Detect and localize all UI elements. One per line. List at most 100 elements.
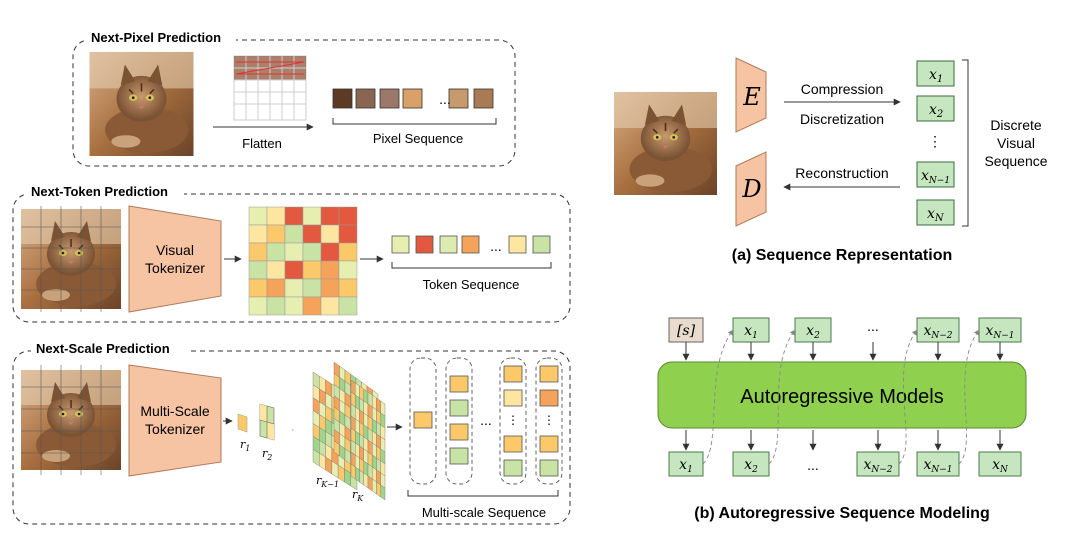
token-cell [320, 296, 340, 316]
token-cell [248, 278, 268, 298]
token-cell [284, 206, 304, 226]
scale-column [535, 357, 563, 485]
token-cell [284, 296, 304, 316]
cat-scale-grid [21, 365, 121, 475]
next-scale-panel: Next-Scale Prediction Multi-Scale Tokeni… [12, 339, 571, 525]
multiscale-brace [407, 490, 559, 497]
ar-feedback-curve [958, 329, 980, 465]
svg-text:x2: x2 [929, 102, 943, 120]
token-cell [320, 278, 340, 298]
scale-token [449, 447, 469, 465]
token-cell [338, 242, 358, 262]
token-cell [338, 260, 358, 280]
token-square [508, 235, 527, 254]
next-scale-frame [12, 350, 571, 525]
scale-dots: · [291, 424, 295, 436]
cat-image-scale [21, 369, 121, 471]
brace-label-2: Visual [997, 135, 1035, 151]
token-square [415, 235, 434, 254]
scale-grid-cell [380, 484, 386, 501]
svg-text:x2: x2 [806, 323, 820, 341]
token-sequence-label: Token Sequence [423, 277, 520, 292]
multiscale-sequence-label: Multi-scale Sequence [422, 505, 546, 520]
visual-tokenizer [128, 205, 222, 313]
token-cell [248, 206, 268, 226]
scale-vdots: ⋮ [543, 413, 555, 427]
token-cell [338, 206, 358, 226]
next-pixel-panel: Next-Pixel Prediction Flatten ... Pixel … [72, 28, 516, 167]
pixel-square [473, 88, 494, 109]
svg-text:xN−2: xN−2 [923, 323, 952, 341]
ar-output-token: x1 [668, 451, 704, 477]
next-pixel-title: Next-Pixel Prediction [91, 30, 221, 45]
token-cell [266, 260, 286, 280]
token-cell [302, 224, 322, 244]
svg-text:x2: x2 [744, 457, 758, 475]
token-cell [266, 296, 286, 316]
ar-feedback-curve [768, 329, 796, 465]
visual-tokenizer-label-1: Visual [156, 242, 194, 258]
token-cell [320, 260, 340, 280]
decoder-label: D [741, 175, 761, 203]
token-cell [338, 296, 358, 316]
token-vdots: ⋮ [928, 133, 942, 149]
token-sequence [391, 235, 551, 254]
reconstruction-label: Reconstruction [795, 165, 888, 181]
ar-bottom-ellipsis: ... [807, 457, 819, 473]
pixel-brace [332, 118, 497, 125]
svg-text:x1: x1 [744, 323, 758, 341]
svg-text:xN−1: xN−1 [985, 323, 1014, 341]
token-cell [302, 242, 322, 262]
encoder-label: E [742, 83, 761, 111]
ar-output-tokens: x1 x2 xN−2 xN−1 xN [668, 329, 1022, 477]
token-cell [320, 242, 340, 262]
encoder-block [735, 57, 767, 133]
ar-output-token: xN [978, 451, 1022, 477]
token-cell [302, 278, 322, 298]
cat-image [89, 52, 194, 156]
token-square [439, 235, 458, 254]
next-pixel-frame [72, 39, 516, 167]
scale-token [503, 365, 523, 383]
scale-token [503, 389, 523, 407]
token-cell [284, 242, 304, 262]
next-token-title: Next-Token Prediction [31, 184, 168, 199]
token-cell [248, 296, 268, 316]
token-ellipsis: ... [490, 238, 502, 254]
scale-rk-grids [312, 361, 386, 501]
ar-output-token: xN−2 [856, 451, 900, 477]
token-xn: xN [916, 199, 955, 226]
multiscale-tokenizer [128, 364, 222, 477]
discrete-brace [962, 59, 969, 227]
svg-text:xN−1: xN−1 [921, 168, 950, 186]
scale-token [449, 399, 469, 417]
token-square [461, 235, 480, 254]
token-cell [320, 224, 340, 244]
discretization-label: Discretization [800, 111, 884, 127]
token-x1: x1 [916, 60, 955, 87]
token-cell [284, 260, 304, 280]
token-cell [266, 278, 286, 298]
autoregressive-model-block [657, 361, 1027, 429]
token-cell [302, 296, 322, 316]
ar-input-token: x1 [732, 317, 770, 343]
svg-text:xN−1: xN−1 [923, 457, 952, 475]
flatten-label: Flatten [242, 136, 282, 151]
ar-input-token: x2 [794, 317, 832, 343]
svg-text:xN−2: xN−2 [863, 457, 892, 475]
next-scale-title: Next-Scale Prediction [36, 341, 170, 356]
token-xn1: xN−1 [916, 161, 955, 188]
token-brace [391, 262, 552, 269]
pixel-sequence [332, 88, 494, 109]
sequence-representation: E D Compression Discretization Reconstru… [613, 57, 1048, 264]
ar-feedback-curve [702, 329, 734, 465]
scale-column [409, 357, 437, 485]
ar-input-token: xN−2 [916, 317, 960, 343]
pixel-square [332, 88, 353, 109]
scale-token [539, 459, 559, 477]
token-cell [302, 206, 322, 226]
svg-text:xN: xN [927, 206, 945, 224]
scale-vdots: ⋮ [507, 413, 519, 427]
